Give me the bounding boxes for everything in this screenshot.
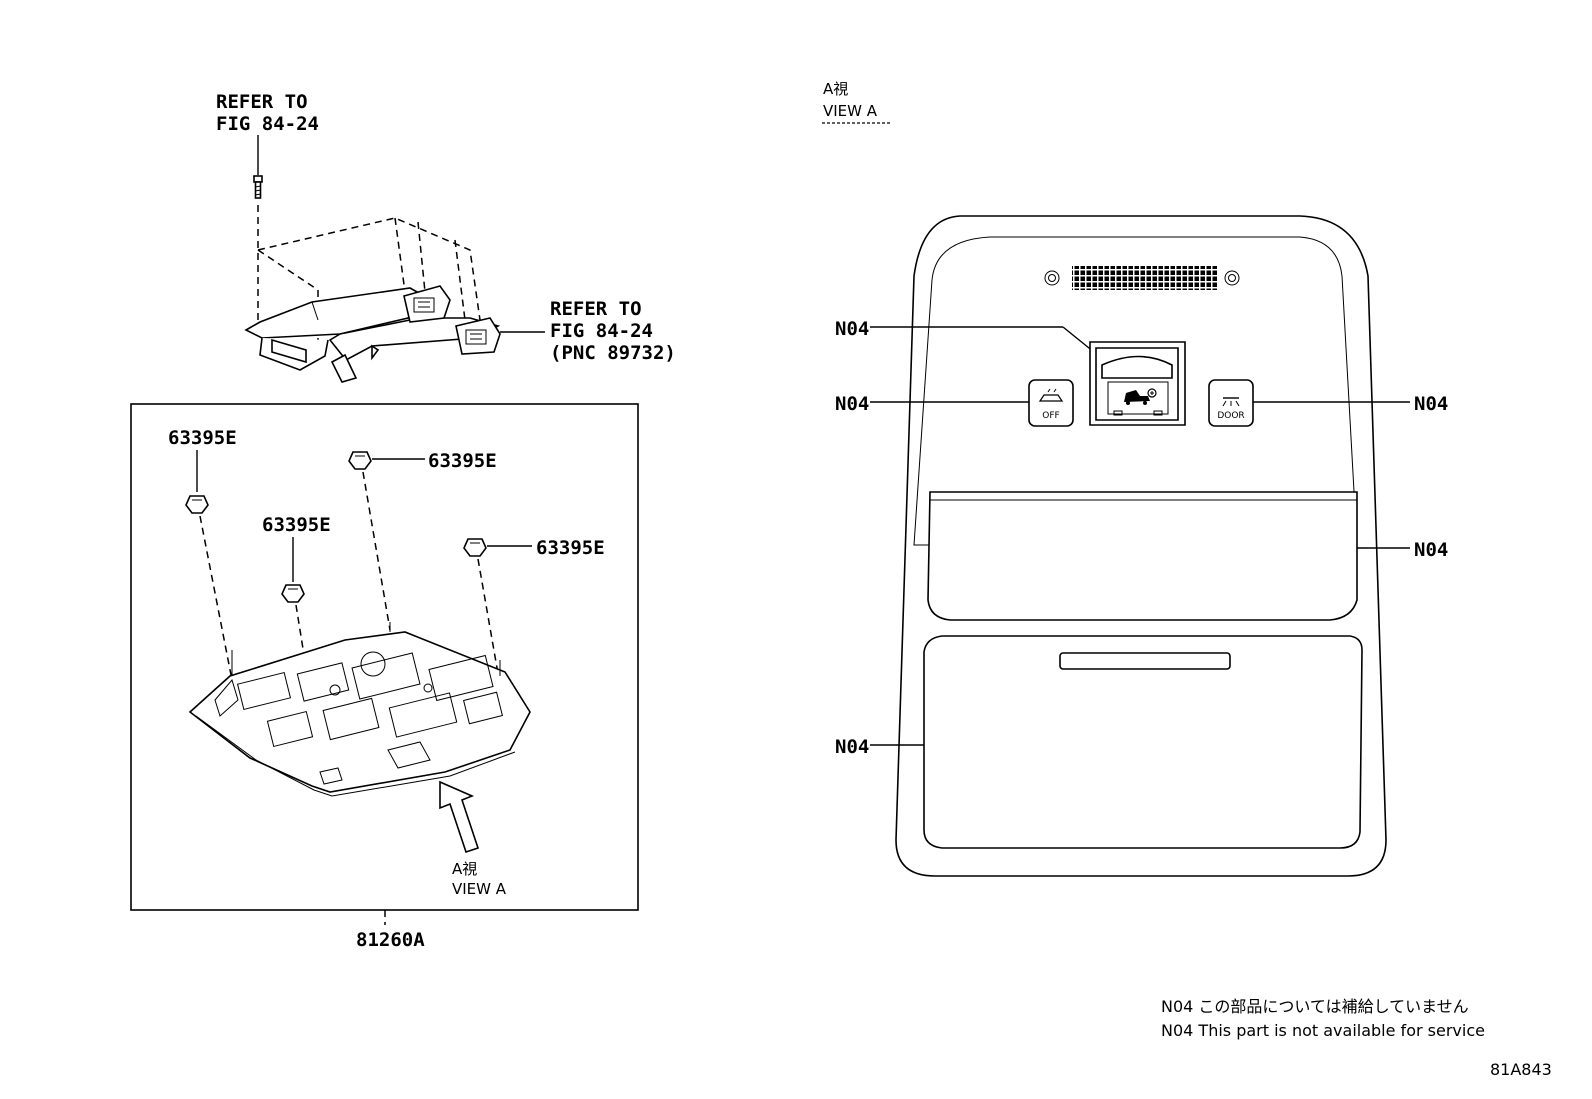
view-a-caption-en: VIEW A bbox=[452, 880, 507, 898]
car-lamp-icon bbox=[1038, 388, 1064, 402]
n04-label-mid-right: N04 bbox=[1414, 539, 1448, 561]
n04-label-top: N04 bbox=[835, 318, 869, 340]
view-direction-arrow-icon bbox=[439, 780, 480, 854]
clip-label: 63395E bbox=[168, 427, 237, 449]
clip-icon bbox=[348, 451, 372, 470]
n04-label-right: N04 bbox=[1414, 393, 1448, 415]
off-button-label: OFF bbox=[1042, 411, 1059, 421]
clip-icon bbox=[463, 538, 487, 557]
refer-label-top-line1: REFER TO bbox=[216, 91, 308, 113]
n04-label-bottom: N04 bbox=[835, 736, 869, 758]
refer-label-right-line2: FIG 84-24 bbox=[550, 320, 653, 342]
connector-icon bbox=[455, 317, 501, 355]
upper-bracket-group: REFER TO FIG 84-24 bbox=[216, 91, 676, 383]
door-button[interactable]: DOOR bbox=[1208, 379, 1254, 427]
clip-label: 63395E bbox=[262, 514, 331, 536]
center-lamp-switch[interactable] bbox=[870, 326, 1186, 426]
screw-icon bbox=[253, 175, 263, 199]
storage-lid[interactable] bbox=[923, 635, 1363, 849]
footnote-en: N04 This part is not available for servi… bbox=[1161, 1021, 1485, 1040]
wire-bracket bbox=[244, 287, 501, 383]
lens-panel bbox=[927, 491, 1358, 621]
off-button[interactable]: OFF bbox=[1028, 379, 1074, 427]
n04-label-left: N04 bbox=[835, 393, 869, 415]
figure-id: 81A843 bbox=[1490, 1060, 1552, 1079]
clip-icon bbox=[281, 584, 305, 603]
refer-label-right-line1: REFER TO bbox=[550, 298, 642, 320]
assembly-part-number: 81260A bbox=[356, 929, 425, 951]
map-lamp-assembly-box: 63395E 63395E 63395E 63395E bbox=[130, 403, 639, 911]
connector-icon bbox=[403, 285, 451, 323]
map-lamp-assembly bbox=[188, 622, 531, 797]
door-button-label: DOOR bbox=[1217, 411, 1244, 421]
clip-label: 63395E bbox=[536, 537, 605, 559]
view-a-header-en: VIEW A bbox=[823, 102, 878, 120]
refer-label-right-line3: (PNC 89732) bbox=[550, 342, 676, 364]
speaker-grille-icon bbox=[1044, 266, 1240, 290]
view-a-header-jp: A視 bbox=[823, 80, 848, 98]
refer-label-top-line2: FIG 84-24 bbox=[216, 113, 319, 135]
footnote-jp: N04 この部品については補給していません bbox=[1161, 997, 1469, 1016]
overhead-console-view-a: N04 OFF N04 DOOR N04 bbox=[835, 215, 1448, 877]
vehicle-lamp-icon bbox=[1124, 388, 1157, 405]
view-a-caption-jp: A視 bbox=[452, 860, 477, 878]
clip-label: 63395E bbox=[428, 450, 497, 472]
dome-lamp-icon bbox=[1222, 397, 1240, 407]
clip-icon bbox=[185, 495, 209, 514]
